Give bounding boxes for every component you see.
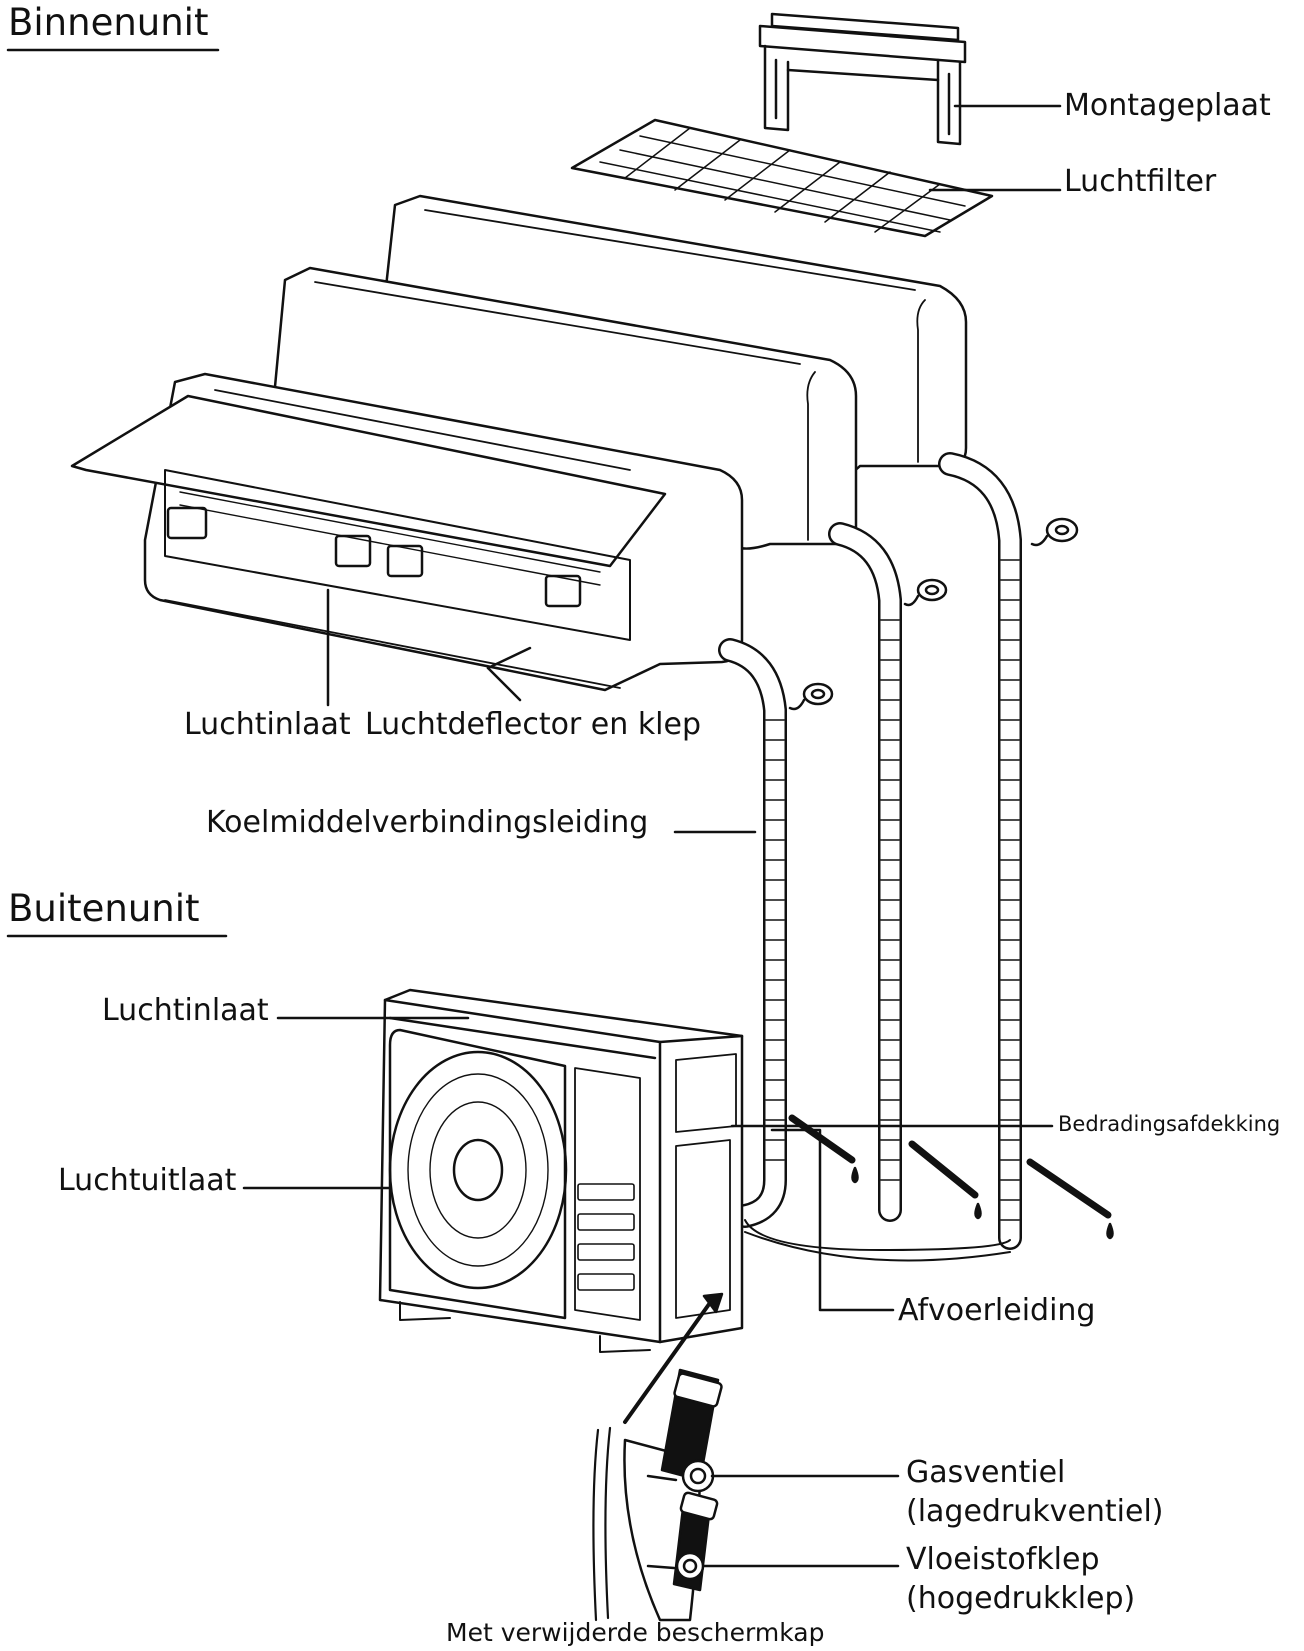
label-gas-valve-line2: (lagedrukventiel) <box>906 1494 1164 1529</box>
label-refrigerant-pipe: Koelmiddelverbindingsleiding <box>206 805 649 840</box>
label-air-deflector: Luchtdeflector en klep <box>365 707 702 742</box>
section-title-outdoor: Buitenunit <box>8 887 200 930</box>
drain-hoses <box>788 1114 1114 1240</box>
label-gas-valve-line1: Gasventiel <box>906 1455 1066 1490</box>
indoor-unit-front <box>70 372 744 707</box>
service-valve-detail <box>592 1292 724 1622</box>
leader-lines <box>242 104 1062 1568</box>
outdoor-unit <box>378 988 744 1353</box>
label-drain-pipe: Afvoerleiding <box>898 1293 1096 1328</box>
label-liquid-valve-line1: Vloeistofklep <box>906 1542 1100 1577</box>
label-wiring-cover: Bedradingsafdekking <box>1058 1112 1281 1136</box>
air-filter <box>570 118 994 238</box>
label-air-outlet: Luchtuitlaat <box>58 1163 237 1198</box>
label-liquid-valve-line2: (hogedrukklep) <box>906 1581 1136 1616</box>
label-outdoor-air-inlet: Luchtinlaat <box>102 993 269 1028</box>
section-title-indoor: Binnenunit <box>8 1 209 44</box>
label-mounting-plate: Montageplaat <box>1064 88 1271 123</box>
label-cap-removed: Met verwijderde beschermkap <box>446 1618 825 1647</box>
refrigerant-pipes <box>718 452 1022 1262</box>
label-air-filter: Luchtfilter <box>1064 164 1217 199</box>
cable-coils <box>788 517 1079 711</box>
label-gas-valve: Gasventiel (lagedrukventiel) <box>906 1453 1164 1531</box>
mounting-plate <box>758 12 967 146</box>
label-liquid-valve: Vloeistofklep (hogedrukklep) <box>906 1540 1135 1618</box>
label-indoor-air-inlet: Luchtinlaat <box>184 707 351 742</box>
